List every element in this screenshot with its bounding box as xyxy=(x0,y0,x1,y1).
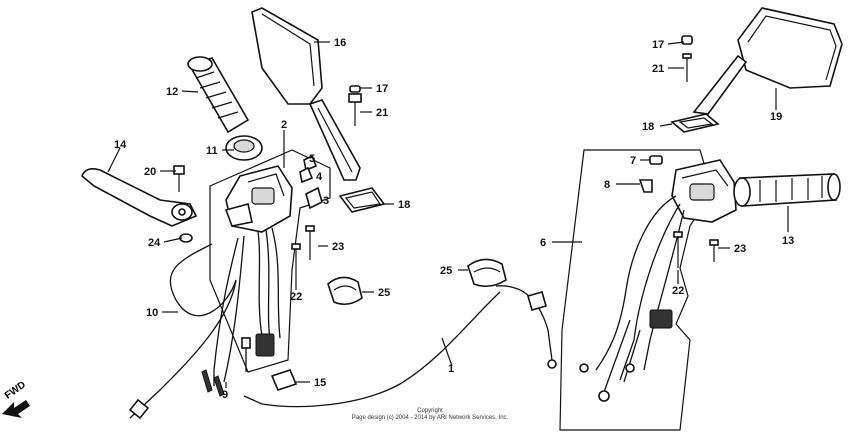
callout-25b: 25 xyxy=(440,265,452,277)
left-pad[interactable] xyxy=(338,187,386,213)
clamp-right[interactable] xyxy=(467,258,507,288)
callout-21a: 21 xyxy=(376,107,388,119)
callout-13: 13 xyxy=(782,235,794,247)
leader-lines xyxy=(107,41,789,388)
callout-2: 2 xyxy=(281,119,287,131)
right-pad[interactable] xyxy=(670,113,720,133)
right-harness xyxy=(579,195,685,402)
callout-10: 10 xyxy=(146,307,158,319)
callout-8: 8 xyxy=(604,179,610,191)
callout-18b: 18 xyxy=(642,121,654,133)
copyright-notice: Copyright Page design (c) 2004 - 2014 by… xyxy=(330,408,530,422)
copyright-line-1: Copyright xyxy=(417,408,443,414)
wire-9[interactable] xyxy=(241,337,251,372)
clutch-lever[interactable] xyxy=(81,168,198,227)
throttle-cable[interactable] xyxy=(243,285,557,408)
callout-22b: 22 xyxy=(672,285,684,297)
switch-knobs[interactable] xyxy=(299,154,323,210)
bolt-20[interactable] xyxy=(173,165,185,192)
callout-22a: 22 xyxy=(290,291,302,303)
callout-9: 9 xyxy=(222,389,228,401)
clamp-left[interactable] xyxy=(327,276,363,306)
right-mirror-bolt[interactable] xyxy=(681,35,693,82)
callout-24: 24 xyxy=(148,237,161,249)
callout-4: 4 xyxy=(316,171,323,183)
callout-18a: 18 xyxy=(398,199,410,211)
callout-23b: 23 xyxy=(734,243,746,255)
copyright-line-2: Page design (c) 2004 - 2014 by ARI Netwo… xyxy=(351,415,509,421)
right-grip[interactable] xyxy=(733,173,841,207)
callout-17a: 17 xyxy=(376,83,388,95)
left-screws[interactable] xyxy=(291,225,315,276)
connector-8[interactable] xyxy=(638,179,653,193)
connector-7[interactable] xyxy=(649,155,663,165)
callout-1: 1 xyxy=(448,363,454,375)
callout-14: 14 xyxy=(114,139,127,151)
right-mirror[interactable] xyxy=(692,7,843,115)
left-mirror-bolt[interactable] xyxy=(348,85,362,126)
callout-20: 20 xyxy=(144,166,156,178)
callout-25a: 25 xyxy=(378,287,390,299)
right-switch-housing[interactable] xyxy=(671,159,737,223)
callout-19: 19 xyxy=(770,111,782,123)
right-screws[interactable] xyxy=(673,231,719,268)
callout-16: 16 xyxy=(334,37,346,49)
callouts: 1 2 3 4 5 6 7 8 9 10 11 12 13 14 15 16 1… xyxy=(114,37,794,401)
callout-15: 15 xyxy=(314,377,326,389)
clutch-cable[interactable] xyxy=(128,243,237,420)
clip-15[interactable] xyxy=(270,369,298,391)
callout-7: 7 xyxy=(630,155,636,167)
left-mirror[interactable] xyxy=(251,7,361,181)
bar-end[interactable] xyxy=(225,135,263,161)
fwd-arrow-icon xyxy=(2,400,30,418)
callout-11: 11 xyxy=(206,145,218,157)
callout-21b: 21 xyxy=(652,63,664,75)
callout-5: 5 xyxy=(309,153,315,165)
callout-23a: 23 xyxy=(332,241,344,253)
callout-6: 6 xyxy=(540,237,546,249)
callout-12: 12 xyxy=(166,86,178,98)
left-switch-housing[interactable] xyxy=(224,165,293,233)
left-harness xyxy=(201,227,281,397)
callout-17b: 17 xyxy=(652,39,664,51)
left-grip[interactable] xyxy=(187,56,250,134)
callout-3: 3 xyxy=(323,195,329,207)
